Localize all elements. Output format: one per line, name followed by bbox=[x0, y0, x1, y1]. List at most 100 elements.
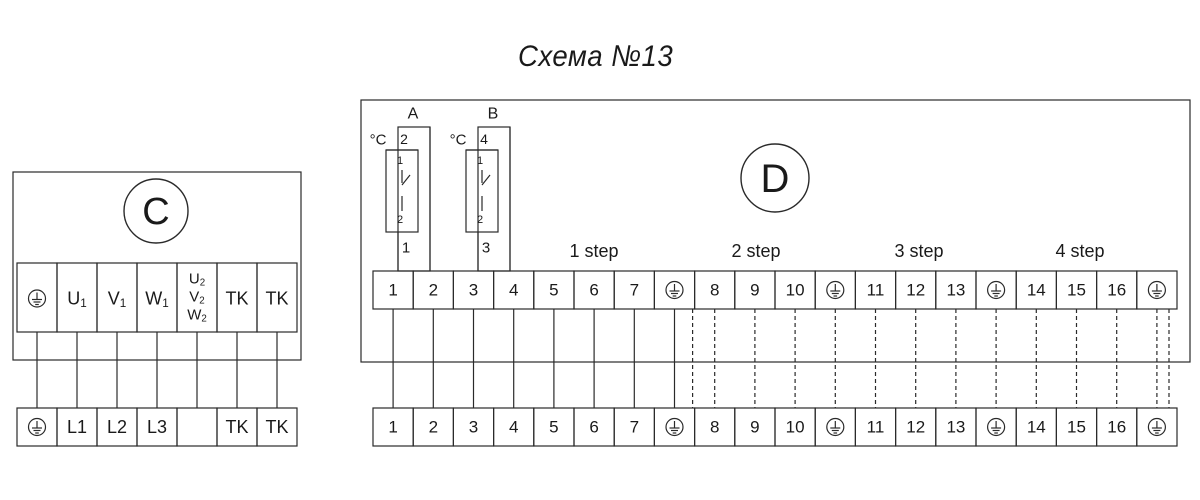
ground-circle bbox=[986, 280, 1006, 300]
ground-circle bbox=[27, 417, 47, 437]
supply-terminal-label: 15 bbox=[1067, 418, 1086, 437]
switch-pin: 2 bbox=[477, 214, 483, 226]
terminal-label: 1 bbox=[388, 281, 397, 300]
panel-d-label: D bbox=[761, 157, 790, 201]
supply-terminal-label: 16 bbox=[1107, 418, 1126, 437]
terminal-label: U1 bbox=[67, 289, 87, 310]
step-label: 4 step bbox=[1055, 241, 1104, 261]
terminal-label: 11 bbox=[867, 281, 885, 300]
supply-terminal-label: 8 bbox=[710, 418, 719, 437]
panel-c-terminal bbox=[256, 262, 298, 333]
terminal-label: 6 bbox=[589, 281, 598, 300]
ground-symbol-icon bbox=[986, 280, 1006, 300]
ground-circle bbox=[986, 417, 1006, 437]
thermostat-letter: A bbox=[408, 106, 419, 123]
switch-pin: 2 bbox=[397, 214, 403, 226]
diagram-title: Схема №13 bbox=[518, 40, 674, 73]
switch-blade bbox=[481, 174, 491, 186]
thermostat-letter: B bbox=[488, 106, 499, 123]
terminal-label: W1 bbox=[145, 289, 169, 310]
ground-symbol-icon bbox=[665, 280, 684, 300]
supply-terminal-label: 1 bbox=[388, 418, 397, 437]
terminal-label: W2 bbox=[187, 306, 207, 324]
panel-c-supply-terminal bbox=[256, 407, 298, 447]
terminal-label: 13 bbox=[946, 281, 965, 300]
thermostat-unit: °C bbox=[370, 132, 387, 149]
terminal-label: U2 bbox=[189, 270, 205, 288]
terminal-label: 3 bbox=[469, 281, 478, 300]
ground-circle bbox=[665, 280, 684, 300]
ground-circle bbox=[826, 280, 845, 300]
panel-c-label: C bbox=[142, 191, 169, 233]
thermostat-out-pin: 3 bbox=[482, 240, 490, 257]
terminal-label: 5 bbox=[549, 281, 558, 300]
supply-terminal-label: 13 bbox=[946, 418, 965, 437]
supply-terminal-label: 9 bbox=[750, 418, 759, 437]
terminal-label: 8 bbox=[710, 281, 719, 300]
thermostat-pin: 2 bbox=[400, 131, 408, 147]
thermostat-b: B4 °C 1 2 3 bbox=[450, 106, 511, 272]
supply-terminal-label: 6 bbox=[589, 418, 598, 437]
terminal-label: TK bbox=[225, 289, 248, 309]
supply-terminal-label: 12 bbox=[906, 418, 925, 437]
wires bbox=[36, 309, 1170, 408]
thermostat-pin: 4 bbox=[480, 131, 488, 147]
ground-circle bbox=[27, 289, 47, 308]
ground-symbol-icon bbox=[1147, 417, 1167, 437]
terminal-label: 7 bbox=[630, 281, 639, 300]
switch-blade bbox=[401, 174, 411, 186]
supply-terminal-label: 4 bbox=[509, 418, 518, 437]
ground-symbol-icon bbox=[27, 289, 47, 308]
terminal-label: 10 bbox=[786, 281, 805, 300]
step-label: 2 step bbox=[731, 241, 780, 261]
panel-c-badge bbox=[123, 178, 189, 244]
supply-terminal-label: 14 bbox=[1027, 418, 1046, 437]
ground-circle bbox=[1147, 280, 1167, 300]
switch-pin: 1 bbox=[477, 155, 483, 167]
panel-d-supply-terminal bbox=[1136, 407, 1178, 447]
step-label: 3 step bbox=[894, 241, 943, 261]
ground-circle bbox=[826, 417, 845, 437]
ground-symbol-icon bbox=[986, 417, 1006, 437]
ground-symbol-icon bbox=[1147, 280, 1167, 300]
ground-symbol-icon bbox=[27, 417, 47, 437]
ground-circle bbox=[1147, 417, 1167, 437]
supply-terminal-label: 5 bbox=[549, 418, 558, 437]
supply-terminal-label: L1 bbox=[67, 417, 87, 437]
supply-terminal-label: TK bbox=[265, 417, 288, 437]
supply-terminal-label: 7 bbox=[630, 418, 639, 437]
panel-d-terminal bbox=[1136, 270, 1178, 310]
ground-symbol-icon bbox=[665, 417, 684, 437]
terminal-label: 9 bbox=[750, 281, 759, 300]
thermostat-unit: °C bbox=[450, 132, 467, 149]
terminal-label: 14 bbox=[1027, 281, 1046, 300]
panel-c-supply-terminal bbox=[176, 407, 218, 447]
step-label: 1 step bbox=[569, 241, 618, 261]
thermostat-switch-box bbox=[385, 149, 419, 233]
thermostat-switch-box bbox=[465, 149, 499, 233]
ground-circle bbox=[665, 417, 684, 437]
supply-terminal-label: L3 bbox=[147, 417, 167, 437]
ground-symbol-icon bbox=[826, 280, 845, 300]
supply-terminal-label: 3 bbox=[469, 418, 478, 437]
terminal-label: 2 bbox=[429, 281, 438, 300]
terminal-label: 4 bbox=[509, 281, 518, 300]
panel-d-enclosure bbox=[360, 99, 1191, 363]
terminal-label: 15 bbox=[1067, 281, 1086, 300]
terminal-label: 12 bbox=[906, 281, 925, 300]
terminal-label: V1 bbox=[108, 289, 127, 310]
terminal-label: TK bbox=[265, 289, 288, 309]
panel-d-badge bbox=[740, 143, 810, 213]
ground-symbol-icon bbox=[826, 417, 845, 437]
supply-terminal-label: 2 bbox=[429, 418, 438, 437]
terminal-label: 16 bbox=[1107, 281, 1126, 300]
switch-pin: 1 bbox=[397, 155, 403, 167]
supply-terminal-label: L2 bbox=[107, 417, 127, 437]
supply-terminal-label: 11 bbox=[867, 418, 885, 437]
thermostat-out-pin: 1 bbox=[402, 240, 410, 257]
terminal-label: V2 bbox=[189, 288, 204, 306]
